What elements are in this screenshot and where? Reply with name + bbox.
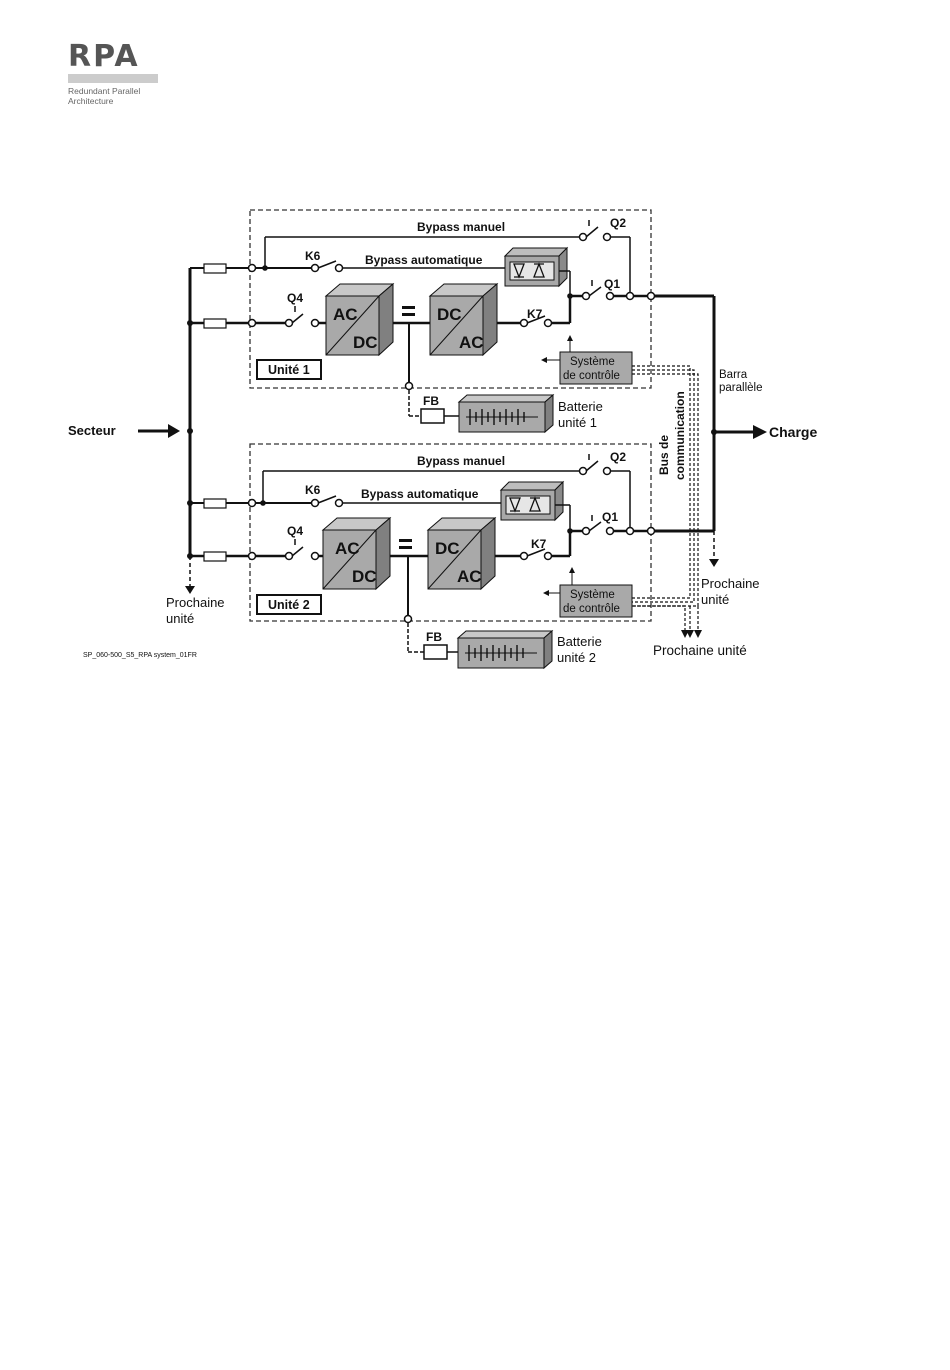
fb-label-2: FB <box>426 630 442 644</box>
control-system-1: Système de contrôle <box>559 351 633 385</box>
rectifier-2-bottom: DC <box>352 567 377 586</box>
charge-arrow-icon <box>753 425 767 439</box>
unit-2-label: Unité 2 <box>268 598 310 612</box>
q2-switch-icon <box>585 226 599 238</box>
batt-1-line2: unité 1 <box>558 415 597 430</box>
fuse-icon <box>203 551 227 562</box>
q2-label-1: Q2 <box>610 216 626 230</box>
q1-switch-icon <box>588 521 602 532</box>
static-switch-icon <box>503 246 569 288</box>
inverter-2-bottom: AC <box>457 567 482 586</box>
q2-label-2: Q2 <box>610 450 626 464</box>
bypass-auto-1: Bypass automatique <box>365 253 483 267</box>
batt-1-line1: Batterie <box>558 399 603 414</box>
inverter-2-top: DC <box>435 539 460 558</box>
arrow-icon <box>569 567 575 573</box>
fuse-icon <box>203 263 227 274</box>
inverter-1: DC AC <box>428 282 499 357</box>
ctrl-2-line2: de contrôle <box>563 603 620 615</box>
k7-switch-icon <box>526 548 546 557</box>
charge-label: Charge <box>769 424 817 440</box>
rectifier-2-top: AC <box>335 539 360 558</box>
logo-bar <box>68 74 158 83</box>
battery-2-icon <box>456 629 554 670</box>
q2-switch-icon <box>585 460 599 472</box>
rectifier-1-top: AC <box>333 305 358 324</box>
k7-switch-icon <box>526 315 546 324</box>
fb-label-1: FB <box>423 394 439 408</box>
prochaine-right-line2: unité <box>701 592 729 607</box>
comm-arrow-icon <box>686 630 694 638</box>
fb-fuse-icon <box>423 644 448 660</box>
fb-fuse-icon <box>420 408 445 424</box>
prochaine-left-line1: Prochaine <box>166 595 225 610</box>
logo-subtitle-line2: Architecture <box>68 96 114 106</box>
k6-label-1: K6 <box>305 249 321 263</box>
prochaine-left-line2: unité <box>166 611 194 626</box>
unit-2-label-box <box>256 594 322 615</box>
rectifier-2: AC DC <box>321 516 392 591</box>
unit-1-label: Unité 1 <box>268 363 310 377</box>
unit-2: Bypass manuel Q2 K6 Bypass automatique <box>190 443 714 670</box>
ctrl-2-line1: Système <box>570 589 615 601</box>
battery-1-icon <box>457 393 555 434</box>
arrow-icon <box>567 335 573 341</box>
control-system-2: Système de contrôle <box>559 584 633 618</box>
batt-2-line2: unité 2 <box>557 650 596 665</box>
q1-switch-icon <box>588 286 602 297</box>
fuse-icon <box>203 318 227 329</box>
q4-label-1: Q4 <box>287 291 303 305</box>
parallel-bus: Charge Barra parallèle Prochaine unité <box>701 296 817 607</box>
bus-line1: Bus de <box>657 435 671 475</box>
arrow-icon <box>541 357 547 363</box>
rectifier-1-bottom: DC <box>353 333 378 352</box>
logo-subtitle-line1: Redundant Parallel <box>68 86 141 96</box>
secteur-label: Secteur <box>68 423 116 438</box>
secteur-arrow-icon <box>168 424 180 438</box>
figure-code: SP_060-500_S5_RPA system_01FR <box>83 652 197 659</box>
next-unit-arrow-icon <box>709 559 719 567</box>
q4-switch-icon <box>291 313 304 324</box>
barra-line1: Barra <box>719 369 748 381</box>
inverter-2: DC AC <box>426 516 497 591</box>
prochaine-bottom: Prochaine unité <box>653 643 747 658</box>
q4-switch-icon <box>291 546 304 557</box>
dc-symbol-icon <box>399 539 412 542</box>
q1-label-1: Q1 <box>604 277 620 291</box>
comm-arrow-icon <box>694 630 702 638</box>
junction-dot <box>187 428 193 434</box>
k7-label-2: K7 <box>531 537 547 551</box>
k6-switch-icon <box>317 260 337 269</box>
ctrl-1-line2: de contrôle <box>563 370 620 382</box>
unit-1: Bypass manuel Q2 K6 Bypass automatique <box>190 209 714 434</box>
next-unit-arrow-icon <box>185 586 195 594</box>
secteur-input: Secteur <box>68 423 180 438</box>
bus-line2: communication <box>673 391 687 480</box>
prochaine-right-line1: Prochaine <box>701 576 760 591</box>
inverter-1-top: DC <box>437 305 462 324</box>
rectifier-1: AC DC <box>324 282 395 357</box>
batt-2-line1: Batterie <box>557 634 602 649</box>
static-switch-icon <box>499 480 565 522</box>
communication-bus <box>632 365 699 632</box>
q4-label-2: Q4 <box>287 524 303 538</box>
k7-label-1: K7 <box>527 307 543 321</box>
arrow-icon <box>543 590 549 596</box>
barra-line2: parallèle <box>719 382 762 394</box>
q1-label-2: Q1 <box>602 510 618 524</box>
ctrl-1-line1: Système <box>570 356 615 368</box>
inverter-1-bottom: AC <box>459 333 484 352</box>
bypass-manuel-1: Bypass manuel <box>417 220 505 234</box>
fuse-icon <box>203 498 227 509</box>
rpa-logo: RPA Redundant Parallel Architecture <box>68 42 160 106</box>
k6-label-2: K6 <box>305 483 321 497</box>
unit-1-label-box <box>256 359 322 380</box>
k6-switch-icon <box>317 495 337 504</box>
bypass-manuel-2: Bypass manuel <box>417 454 505 468</box>
logo-word: RPA <box>68 39 140 74</box>
dc-symbol-icon <box>402 306 415 309</box>
bypass-auto-2: Bypass automatique <box>361 487 479 501</box>
